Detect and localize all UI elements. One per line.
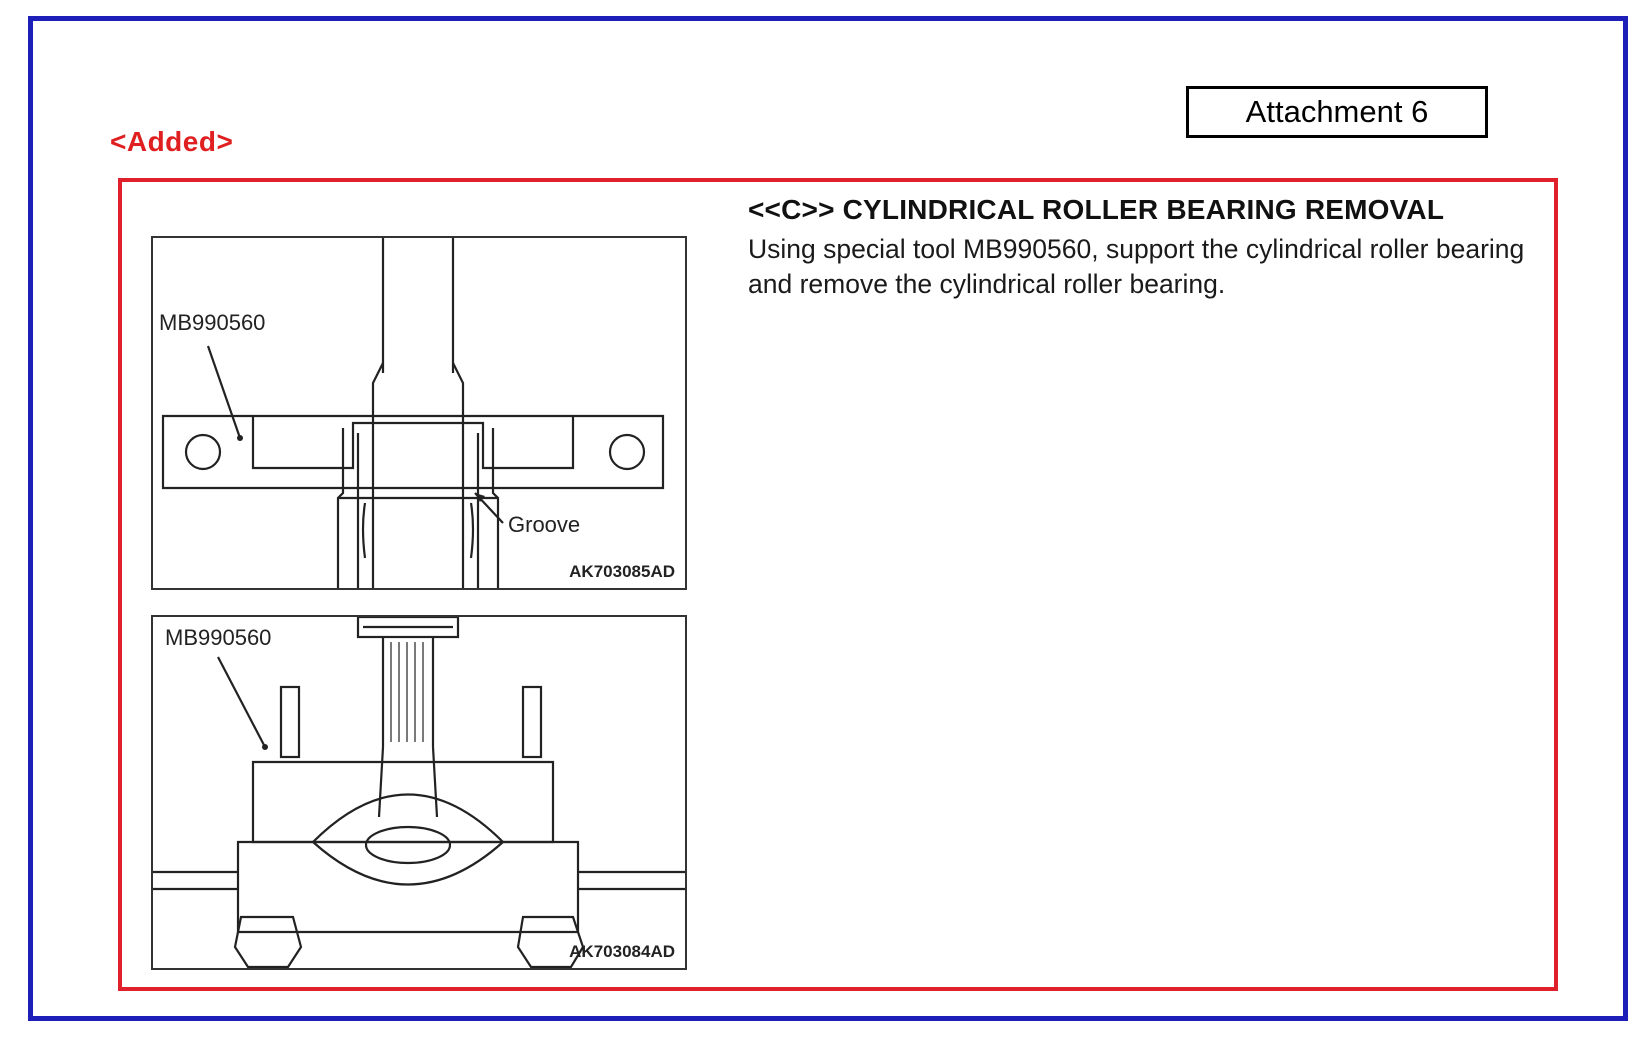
section-title: <<C>> CYLINDRICAL ROLLER BEARING REMOVAL — [748, 194, 1445, 225]
figure-top-groove-label: Groove — [508, 512, 581, 537]
figure-top-drawing — [161, 238, 665, 588]
figure-bottom-code: AK703084AD — [569, 942, 675, 961]
added-tag: <Added> — [110, 126, 234, 157]
attachment-label-box: Attachment 6 — [1186, 86, 1488, 138]
attachment-label: Attachment 6 — [1245, 94, 1429, 129]
figure-top-illustration: MB990560 Groove AK703085AD — [151, 236, 687, 590]
figure-top-tool-label: MB990560 — [159, 310, 266, 335]
figure-bottom-drawing — [153, 617, 685, 968]
figure-top-code: AK703085AD — [569, 562, 675, 581]
figure-bottom-tool-label: MB990560 — [165, 625, 272, 650]
added-content-frame — [118, 178, 1558, 991]
section-body: Using special tool MB990560, support the… — [748, 234, 1525, 299]
figure-bottom-illustration: MB990560 AK703084AD — [151, 615, 687, 970]
